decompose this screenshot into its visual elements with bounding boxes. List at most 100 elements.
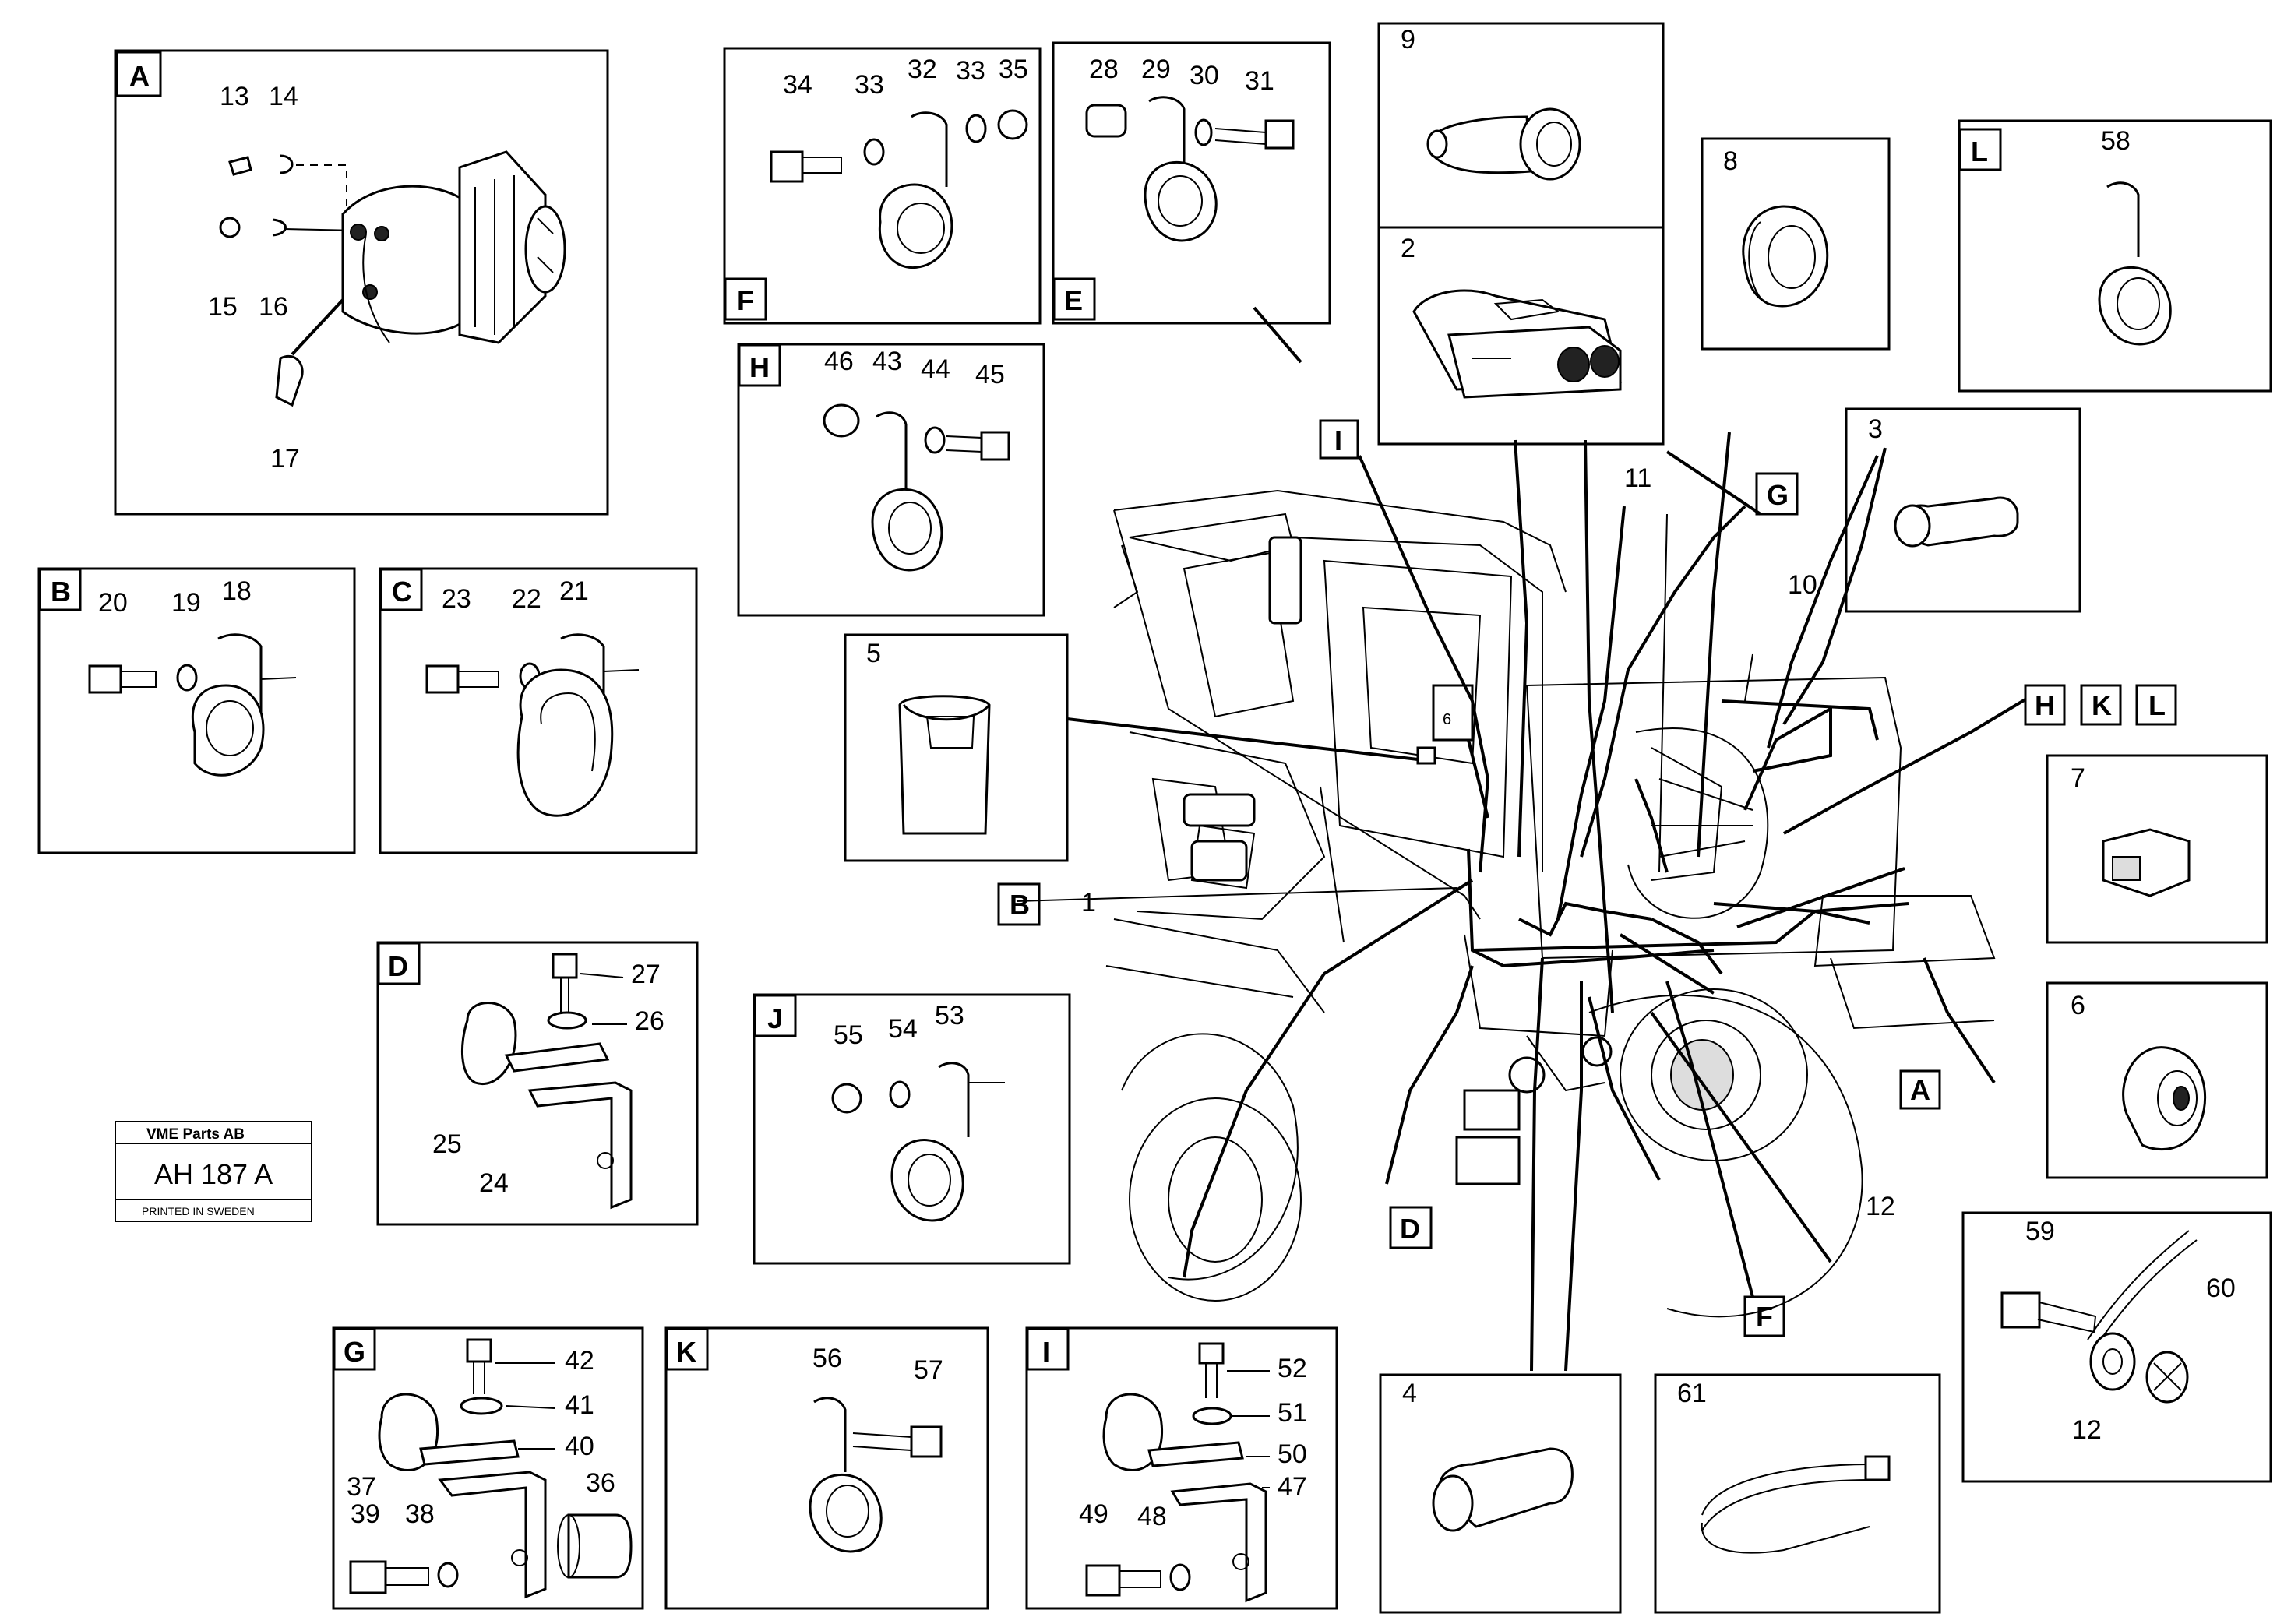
- svg-text:26: 26: [635, 1006, 664, 1036]
- callout-l: L: [2148, 689, 2166, 721]
- panel-e-letter: E: [1064, 284, 1083, 316]
- stamp-code: AH 187 A: [154, 1158, 273, 1190]
- panel-5: 5: [844, 633, 1069, 862]
- svg-text:40: 40: [565, 1432, 594, 1461]
- svg-text:50: 50: [1278, 1439, 1307, 1469]
- svg-text:14: 14: [269, 82, 298, 111]
- svg-text:55: 55: [834, 1020, 863, 1050]
- svg-text:8: 8: [1723, 146, 1738, 176]
- svg-text:37: 37: [347, 1472, 376, 1502]
- panel-e: E 28 29 30 31: [1052, 41, 1331, 325]
- panel-f-letter: F: [737, 284, 754, 316]
- panel-c: C 23 22 21: [379, 567, 698, 854]
- panel-7: 7: [2046, 754, 2268, 944]
- panel-d: D 27 26 25 24: [376, 941, 699, 1226]
- svg-text:33: 33: [956, 56, 985, 86]
- panel-g: G 42 41 40 37 36 39 38: [332, 1326, 644, 1610]
- svg-text:25: 25: [432, 1129, 462, 1159]
- panel-a-letter: A: [129, 60, 150, 92]
- panel-8: 8: [1701, 137, 1891, 351]
- panel-j: J 55 54 53: [753, 993, 1071, 1265]
- panel-h: H 46 43 44 45: [737, 343, 1045, 617]
- panel-h-letter: H: [749, 351, 770, 383]
- svg-text:60: 60: [2206, 1273, 2236, 1303]
- svg-text:38: 38: [405, 1499, 435, 1529]
- svg-text:47: 47: [1278, 1472, 1307, 1502]
- svg-text:32: 32: [908, 55, 937, 84]
- callout-1: 1: [1081, 888, 1096, 918]
- svg-text:31: 31: [1245, 66, 1274, 96]
- panel-f: F 34 33 32 33 35: [723, 47, 1042, 325]
- panel-l: L 58: [1958, 119, 2272, 393]
- svg-text:49: 49: [1079, 1499, 1108, 1529]
- callout-k: K: [2092, 689, 2112, 721]
- panel-k: K 56 57: [664, 1326, 989, 1610]
- callout-a: A: [1910, 1074, 1930, 1106]
- svg-text:3: 3: [1868, 414, 1883, 444]
- callout-d: D: [1400, 1213, 1420, 1245]
- svg-text:33: 33: [855, 70, 884, 100]
- leader-lines: [1016, 306, 2027, 1372]
- svg-text:13: 13: [220, 82, 249, 111]
- svg-text:18: 18: [222, 576, 252, 606]
- svg-text:42: 42: [565, 1346, 594, 1376]
- svg-text:16: 16: [259, 292, 288, 322]
- svg-text:22: 22: [512, 584, 541, 614]
- panel-3: 3: [1845, 407, 2081, 613]
- panel-i: I 52 51 50 47 49 48: [1025, 1326, 1338, 1610]
- wheel-loader-illustration: 6: [1105, 489, 1996, 1318]
- svg-text:35: 35: [999, 55, 1028, 84]
- svg-text:51: 51: [1278, 1398, 1307, 1428]
- callout-f: F: [1756, 1301, 1773, 1333]
- panel-2: 2: [1377, 226, 1665, 446]
- callout-12: 12: [1866, 1192, 1895, 1221]
- svg-text:39: 39: [351, 1499, 380, 1529]
- svg-text:30: 30: [1190, 61, 1219, 90]
- svg-text:44: 44: [921, 354, 950, 384]
- stamp-company: VME Parts AB: [146, 1126, 245, 1143]
- svg-text:20: 20: [98, 588, 128, 618]
- svg-text:54: 54: [888, 1014, 918, 1044]
- svg-text:23: 23: [442, 584, 471, 614]
- panel-b: B 20 19 18: [37, 567, 356, 854]
- svg-text:21: 21: [559, 576, 589, 606]
- callout-h: H: [2035, 689, 2055, 721]
- callout-10: 10: [1788, 570, 1817, 600]
- svg-text:27: 27: [631, 960, 661, 989]
- panel-6: 6: [2046, 981, 2268, 1179]
- panel-a: A 13 14 15 16 17: [114, 49, 609, 516]
- svg-text:28: 28: [1089, 55, 1119, 84]
- svg-text:24: 24: [479, 1168, 509, 1198]
- svg-text:58: 58: [2101, 126, 2131, 156]
- svg-text:29: 29: [1141, 55, 1171, 84]
- svg-text:41: 41: [565, 1390, 594, 1420]
- panel-4: 4: [1379, 1373, 1622, 1614]
- panel-l-letter: L: [1971, 136, 1988, 167]
- panel-i-letter: I: [1042, 1336, 1050, 1368]
- panel-g-letter: G: [344, 1336, 365, 1368]
- svg-text:15: 15: [208, 292, 238, 322]
- svg-text:5: 5: [866, 639, 881, 668]
- svg-text:52: 52: [1278, 1354, 1307, 1383]
- svg-text:61: 61: [1677, 1379, 1707, 1408]
- callout-i: I: [1334, 424, 1342, 456]
- svg-text:48: 48: [1137, 1502, 1167, 1531]
- svg-text:12: 12: [2072, 1415, 2102, 1445]
- svg-text:7: 7: [2071, 763, 2085, 793]
- svg-text:6: 6: [2071, 991, 2085, 1020]
- svg-text:53: 53: [935, 1001, 964, 1030]
- svg-text:59: 59: [2025, 1217, 2055, 1246]
- svg-text:56: 56: [812, 1344, 842, 1373]
- svg-text:6: 6: [1443, 711, 1451, 728]
- panel-61: 61: [1654, 1373, 1941, 1614]
- panel-9: 9: [1377, 22, 1665, 229]
- panel-ground-strap: 59 60 12: [1961, 1211, 2272, 1483]
- svg-text:4: 4: [1402, 1379, 1417, 1408]
- stamp-printed: PRINTED IN SWEDEN: [142, 1205, 255, 1217]
- panel-c-letter: C: [392, 576, 412, 608]
- callouts: I G H K L B A D F 1 10 11 12: [997, 419, 2177, 1337]
- svg-text:57: 57: [914, 1355, 943, 1385]
- panel-j-letter: J: [767, 1002, 783, 1034]
- svg-text:43: 43: [872, 347, 902, 376]
